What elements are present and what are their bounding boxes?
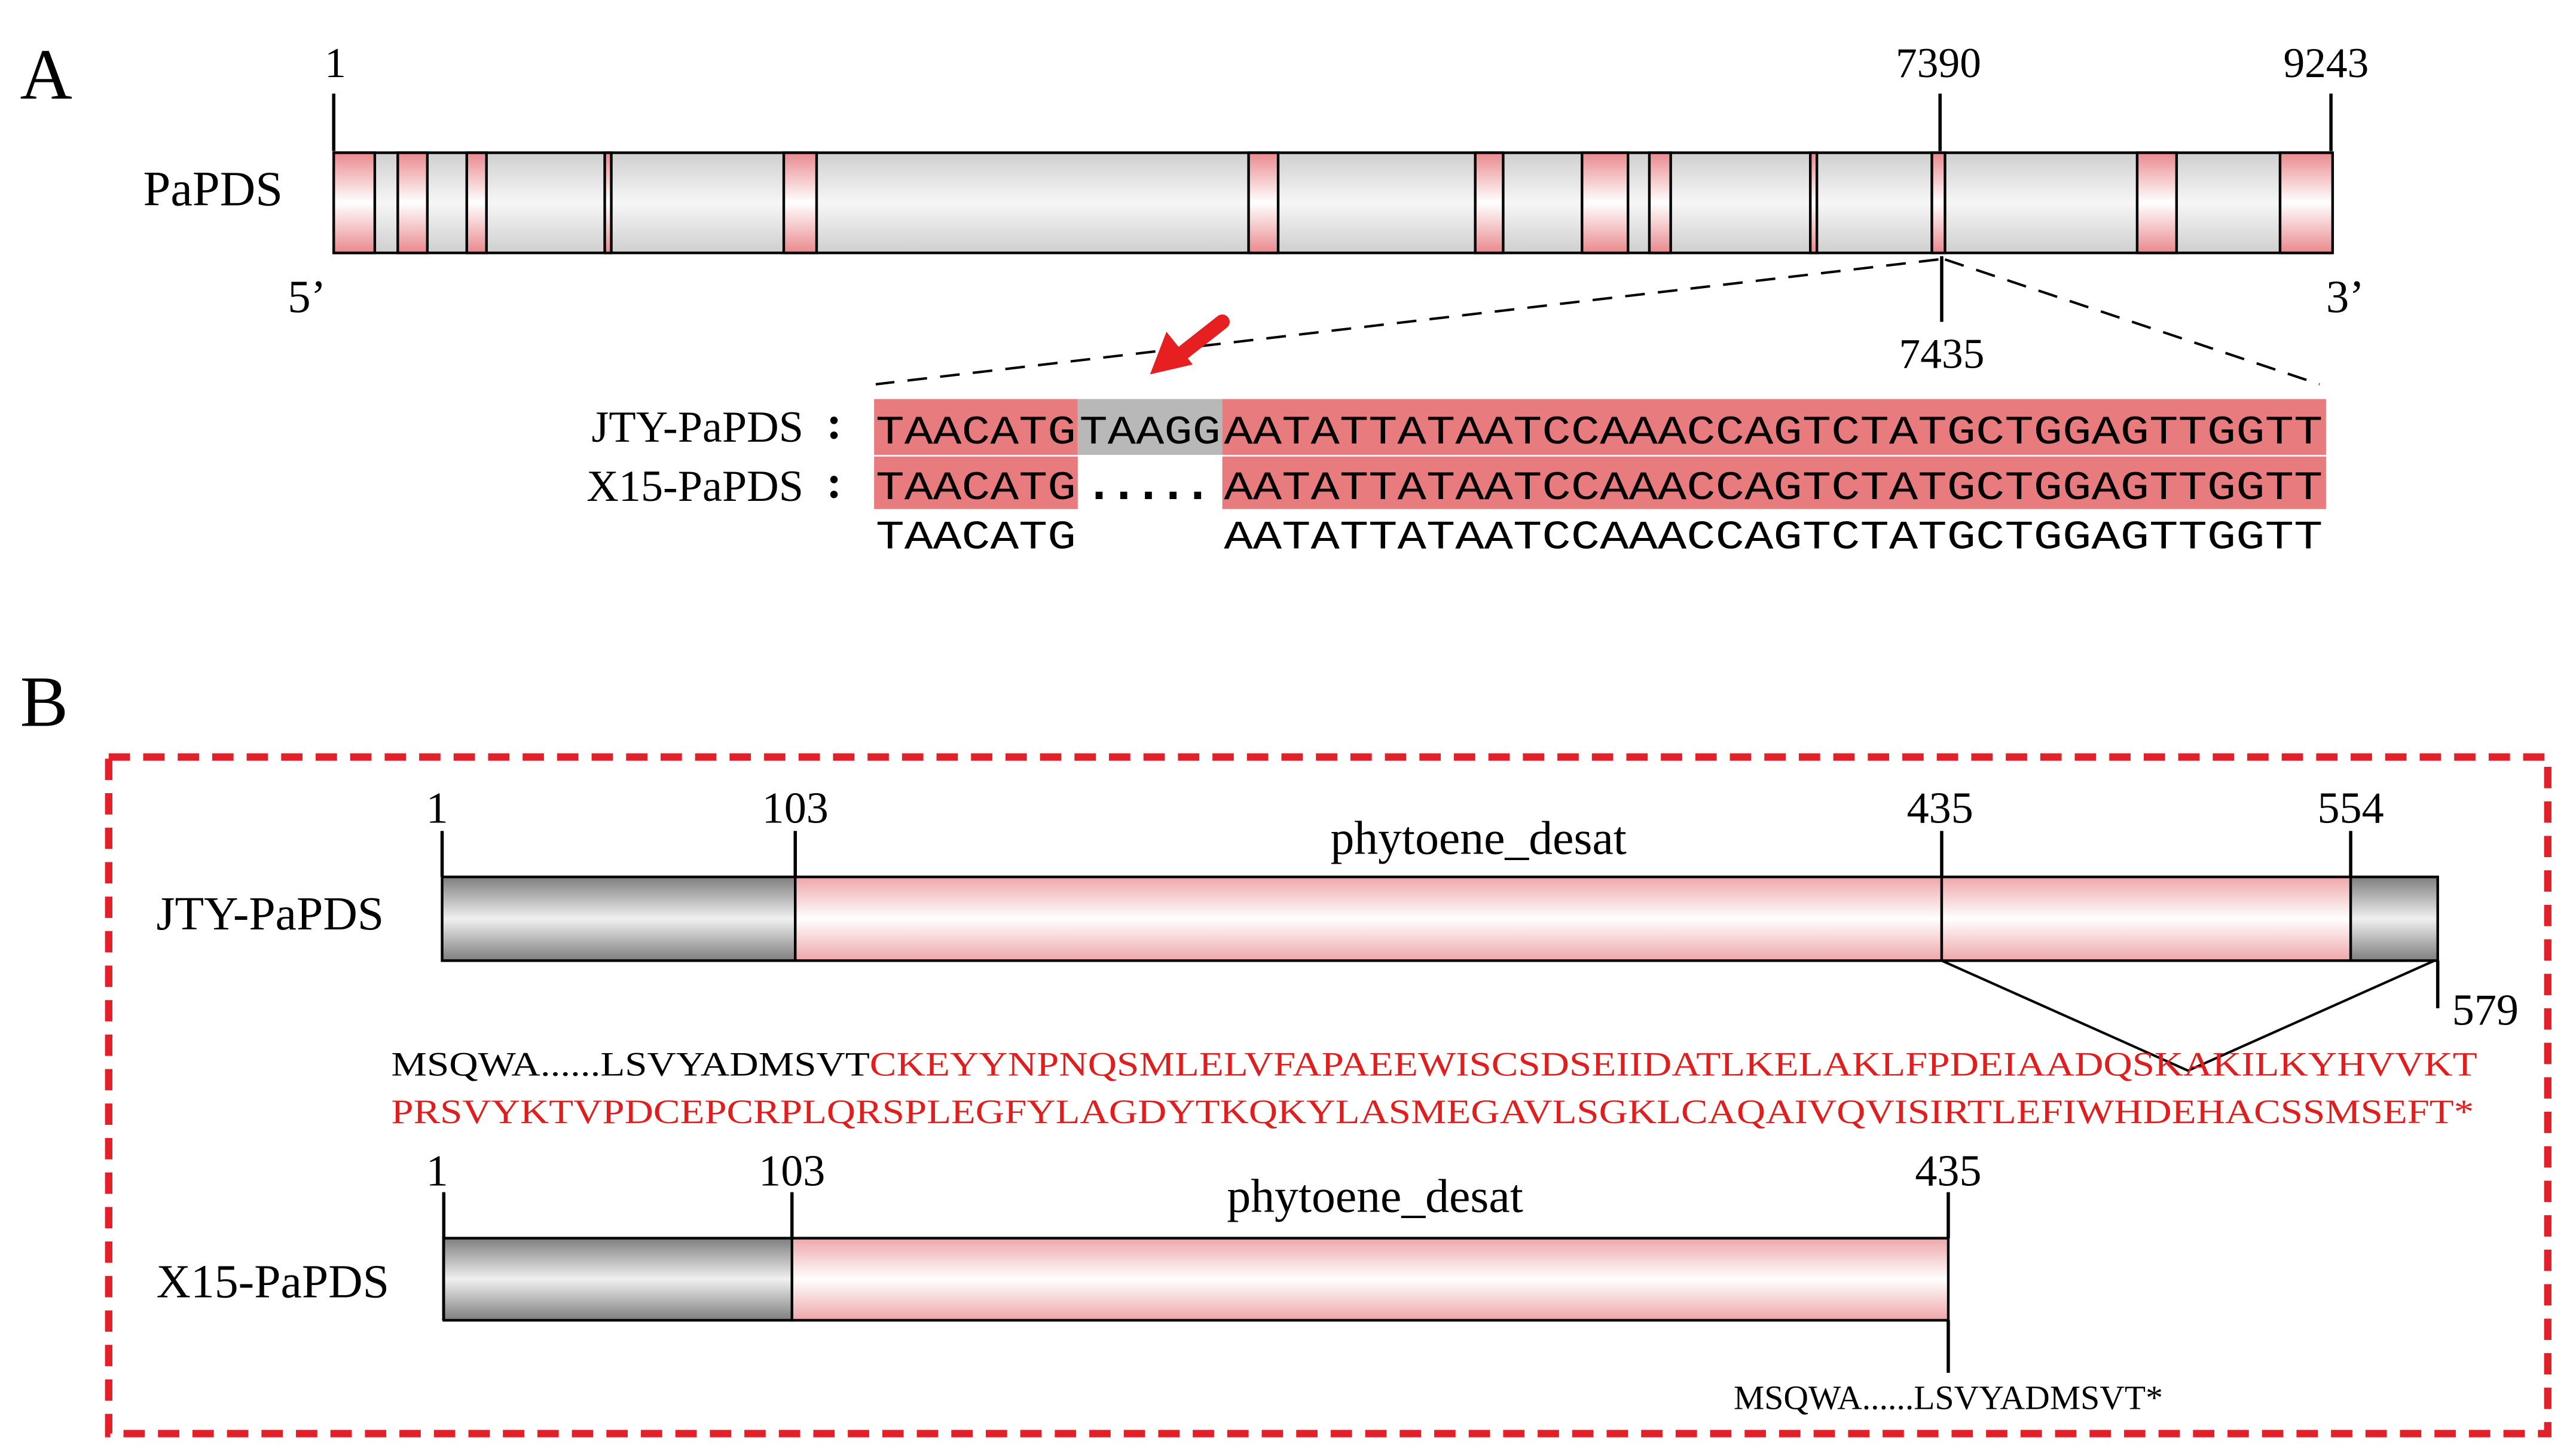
pos-7390-label: 7390 (1896, 39, 1981, 87)
panel-a: A 1 7390 9243 PaPDS 5’ 3’ 7435 JTY-PaPDS… (20, 35, 2369, 561)
jty-aa-red-1: CKEYYNPNQSMLELVFAPAEEWISCSDSEIIDATLKELAK… (870, 1046, 2477, 1084)
x15-domain-label: phytoene_desat (1227, 1170, 1523, 1223)
exon-block (2135, 151, 2178, 255)
exon-block (465, 151, 488, 255)
exon-block (332, 151, 377, 255)
zoom-line-left (875, 258, 1939, 386)
panel-a-letter: A (20, 35, 72, 115)
pos-start-label: 1 (325, 39, 346, 87)
zoom-line-right (1944, 258, 2320, 386)
exon-block (1930, 151, 1946, 255)
red-arrow-icon (1150, 314, 1230, 375)
end-5-label: 5’ (288, 271, 326, 322)
jty-seq-label: JTY-PaPDS (592, 403, 803, 452)
jty-highlight-gap (1077, 399, 1223, 455)
jty-highlight-left (874, 399, 1078, 455)
jty-tick-554: 554 (2317, 784, 2384, 833)
jty-protein-label: JTY-PaPDS (157, 888, 384, 940)
exon-block (782, 151, 818, 255)
x15-highlight-left (874, 456, 1078, 509)
x15-tick-103: 103 (759, 1147, 825, 1196)
consensus-left: TAACATG (876, 516, 1076, 561)
x15-aa-seq: MSQWA......LSVYADMSVT* (1734, 1379, 2163, 1417)
x15-tick-1: 1 (426, 1147, 448, 1196)
jty-highlight-right (1222, 399, 2326, 455)
pos-end-label: 9243 (2283, 39, 2369, 87)
jty-tick-579: 579 (2452, 986, 2519, 1035)
jty-n-flank (441, 875, 797, 962)
jty-seq-right: AATATTATAATCCAAACCAGTCTATGCTGGAGTTGGTT (1224, 411, 2323, 456)
pos-7435-label: 7435 (1899, 330, 1985, 377)
jty-c-flank (2349, 875, 2439, 962)
jty-seq-colon: : (826, 397, 842, 449)
panel-b-letter: B (20, 662, 68, 742)
x15-seq-label: X15-PaPDS (586, 462, 803, 511)
exon-block (1808, 151, 1819, 255)
x15-seq-colon: : (826, 456, 842, 507)
jty-aa-line-2: PRSVYKTVPDCEPCRPLQRSPLEGFYLAGDYTKQKYLASM… (391, 1093, 2474, 1131)
exon-block (1474, 151, 1505, 255)
jty-seq-gap: TAAGG (1080, 411, 1221, 456)
gene-intron-bar (332, 151, 2333, 255)
end-3-label: 3’ (2326, 271, 2364, 322)
x15-n-flank (442, 1237, 793, 1322)
x15-domain-bar (790, 1237, 1950, 1322)
exon-block (396, 151, 429, 255)
panel-b-dashed-border (105, 753, 2551, 1437)
jty-tick-103: 103 (762, 784, 829, 833)
jty-zoom-wedge (1941, 959, 2436, 1072)
x15-protein-label: X15-PaPDS (157, 1255, 390, 1308)
jty-tick-435: 435 (1907, 784, 1973, 833)
jty-seq-left: TAACATG (876, 411, 1076, 456)
x15-seq-left: TAACATG (876, 466, 1076, 512)
exon-block (1648, 151, 1672, 255)
exon-layer (332, 151, 2334, 255)
x15-seq-right: AATATTATAATCCAAACCAGTCTATGCTGGAGTTGGTT (1224, 466, 2323, 512)
jty-domain-label: phytoene_desat (1330, 812, 1626, 865)
x15-seq-gap: ..... (1084, 458, 1212, 514)
jty-tick-1: 1 (426, 784, 448, 833)
exon-block (603, 151, 613, 255)
jty-extra-region (1940, 875, 2352, 962)
jty-domain-bar (794, 875, 1944, 962)
exon-block (1581, 151, 1630, 255)
consensus-right: AATATTATAATCCAAACCAGTCTATGCTGGAGTTGGTT (1224, 516, 2323, 561)
exon-block (1247, 151, 1280, 255)
x15-tick-435: 435 (1915, 1147, 1981, 1196)
gene-label: PaPDS (143, 161, 283, 216)
jty-aa-black: MSQWA......LSVYADMSVT (391, 1046, 869, 1084)
exon-block (2278, 151, 2334, 255)
panel-b: B 1 103 435 554 phytoene_desat JTY-PaPDS… (20, 662, 2551, 1437)
x15-highlight-right (1222, 456, 2326, 509)
